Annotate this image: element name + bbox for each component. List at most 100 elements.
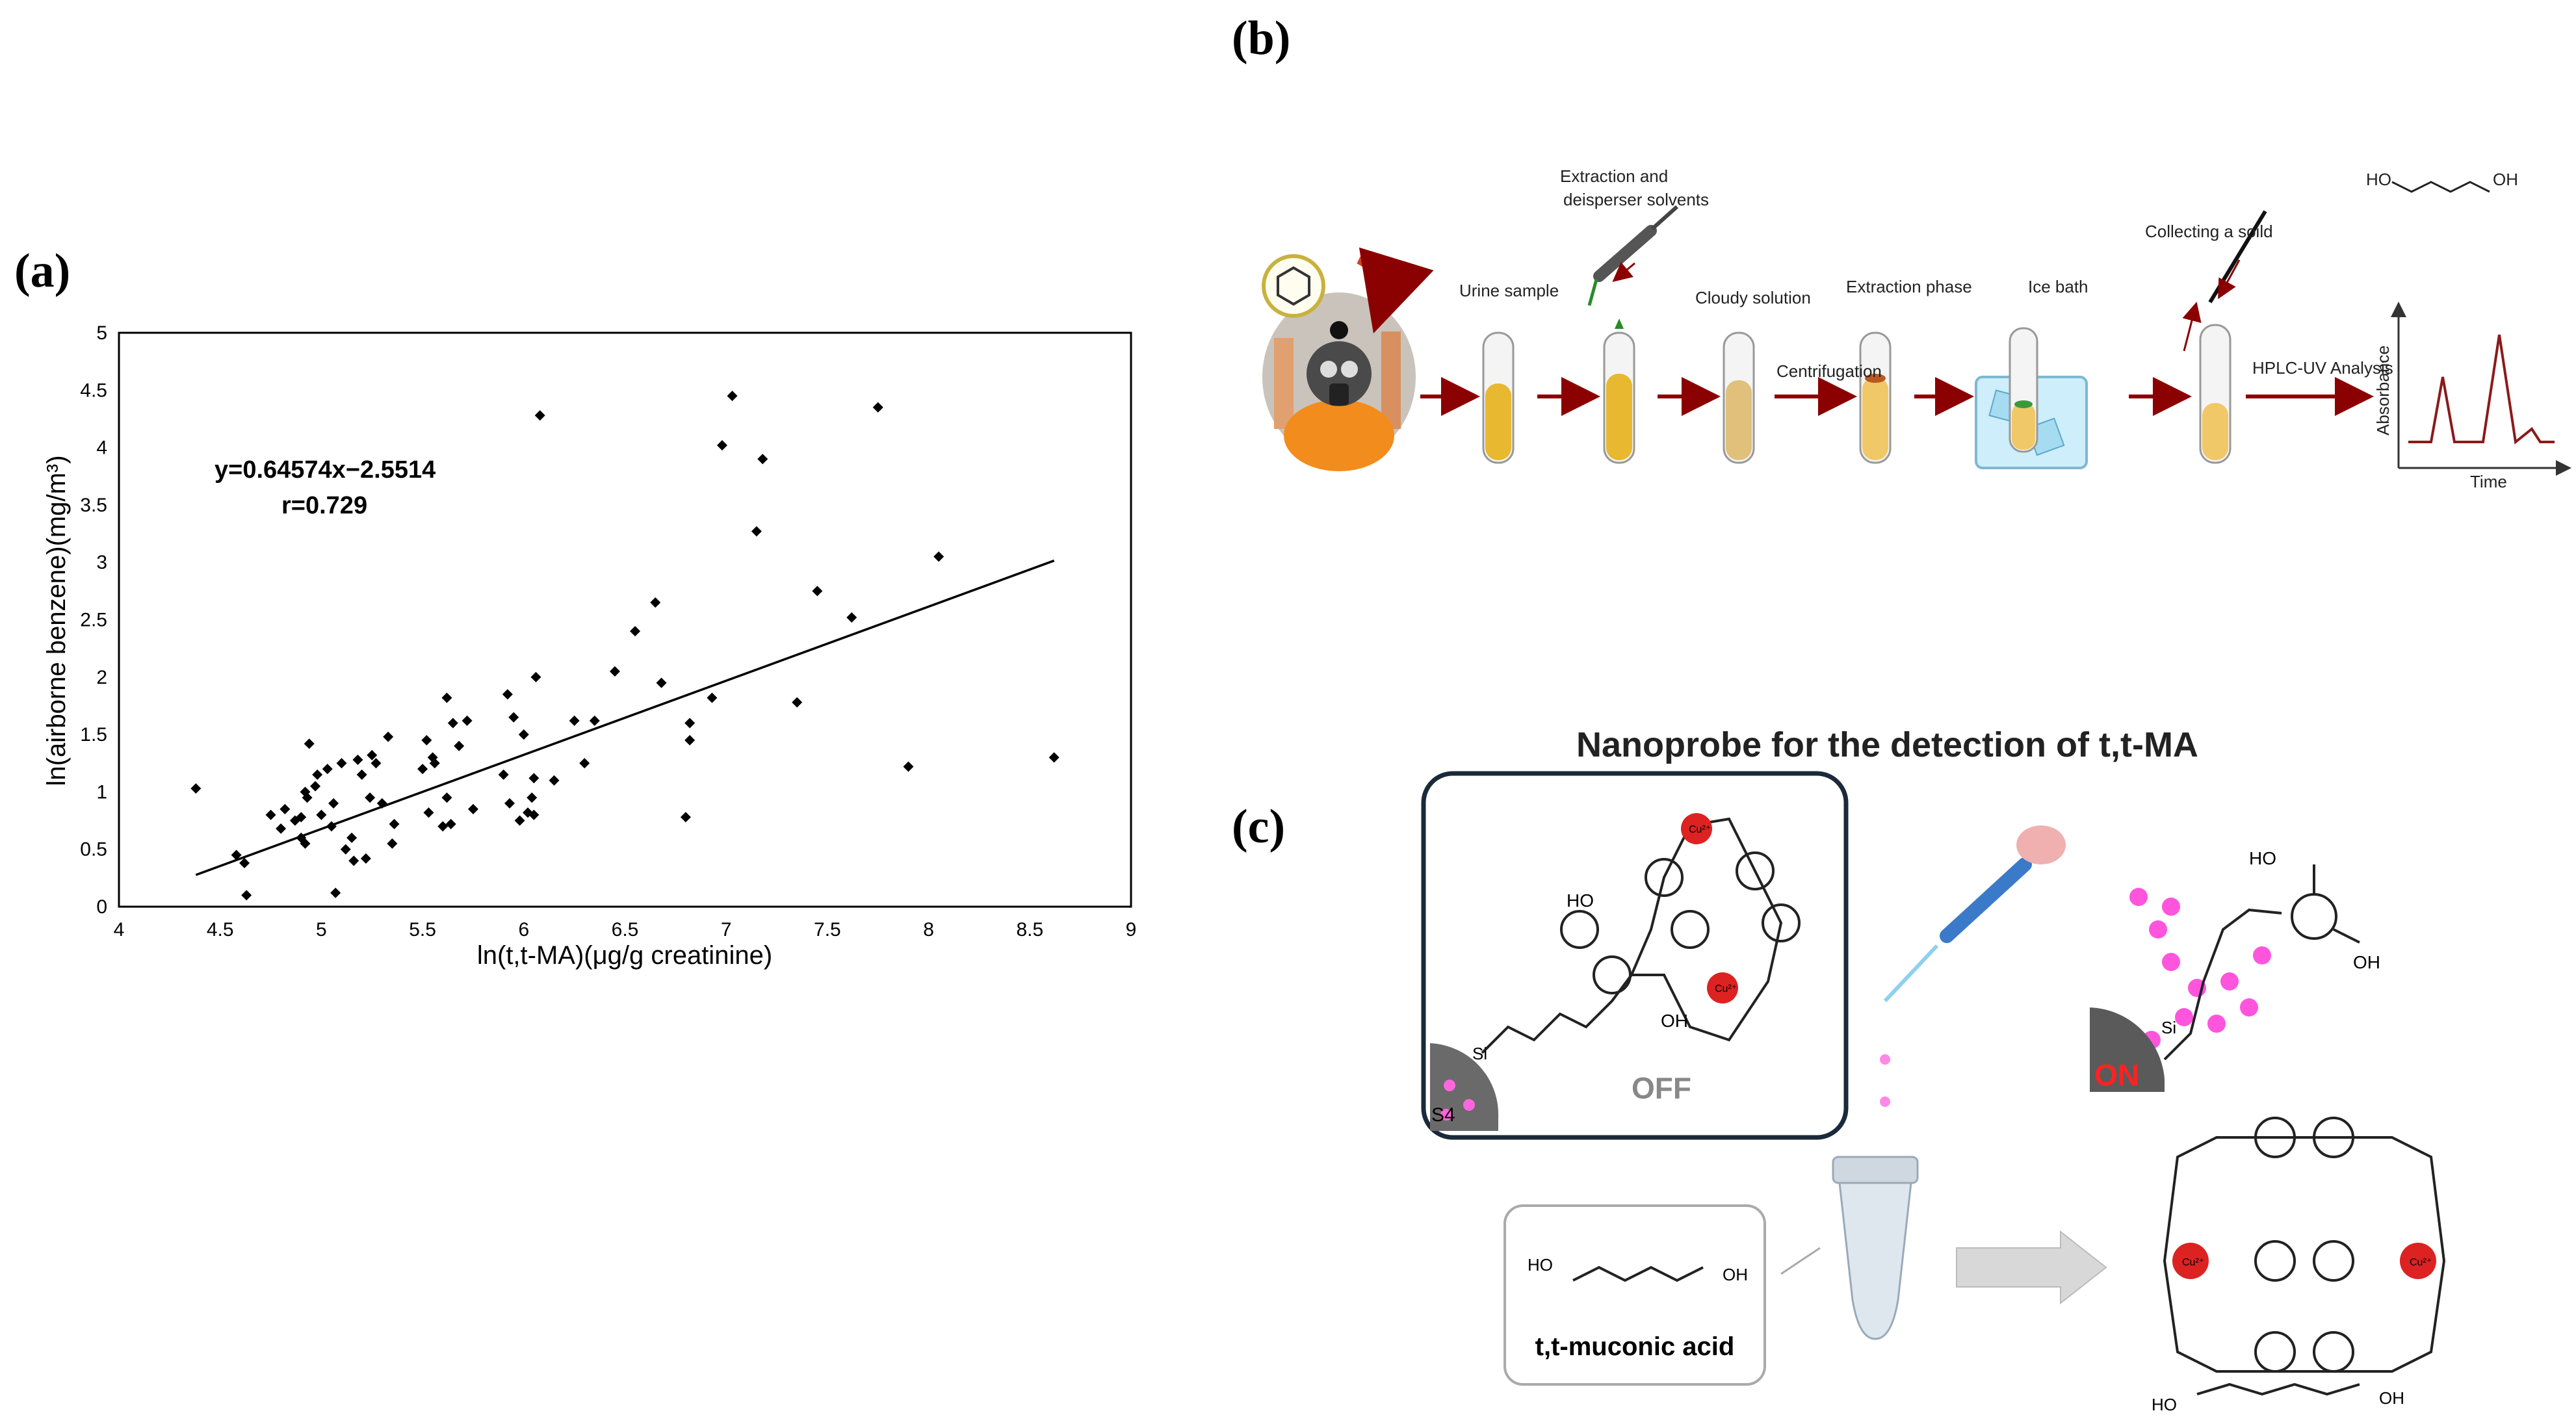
label-hplc: HPLC-UV Analysis [2252, 358, 2393, 378]
x-tick-label: 8.5 [1016, 919, 1043, 940]
label-collecting: Collecting a soild [2145, 222, 2273, 241]
data-point [812, 586, 823, 597]
data-point [630, 626, 641, 637]
x-tick-label: 5.5 [409, 919, 436, 940]
data-point [383, 731, 394, 742]
label-syringe-2: deisperser solvents [1563, 190, 1709, 209]
cu-label-4: Cu²⁺ [2410, 1257, 2432, 1268]
data-point [371, 758, 382, 769]
data-point [650, 597, 661, 608]
on-molecule [2163, 864, 2360, 1061]
panel-label-b: (b) [1232, 12, 1291, 65]
ice-bath-beaker [1975, 327, 2088, 469]
cu-label-3: Cu²⁺ [2182, 1257, 2204, 1268]
workflow-diagram: Extraction and deisperser solvents Urine… [1262, 166, 2571, 491]
data-point [352, 754, 363, 765]
y-tick-label: 2.5 [80, 610, 107, 631]
si-label-on: Si [2161, 1018, 2176, 1037]
x-tick-label: 4 [114, 919, 125, 940]
data-point [1048, 752, 1060, 763]
data-point [302, 792, 313, 803]
label-ice-bath: Ice bath [2028, 277, 2088, 296]
cu-label-2: Cu²⁺ [1715, 983, 1737, 994]
data-point [328, 798, 339, 809]
data-point [792, 697, 803, 708]
data-point [239, 857, 250, 868]
ho-label-on: HO [2249, 848, 2276, 868]
panel-label-a: (a) [14, 244, 71, 298]
data-point [360, 853, 371, 864]
y-tick-label: 2 [96, 667, 107, 688]
oh-label-analyte: OH [1723, 1265, 1748, 1284]
data-point [684, 734, 696, 745]
regression-line [195, 559, 1055, 876]
tube-cloudy [1723, 331, 1755, 464]
analyte-label: t,t-muconic acid [1535, 1332, 1735, 1361]
label-time: Time [2470, 472, 2507, 491]
data-point [502, 689, 513, 700]
data-point [508, 712, 519, 723]
on-label: ON [2094, 1058, 2139, 1092]
data-point [429, 758, 440, 769]
data-point [190, 783, 202, 794]
data-point [348, 855, 359, 866]
data-point [462, 715, 473, 726]
transform-arrow [1956, 1230, 2107, 1305]
muconic-acid-structure [1572, 1265, 1704, 1282]
nanoprobe-title: Nanoprobe for the detection of t,t-MA [1576, 725, 2198, 764]
data-point [528, 773, 540, 784]
y-tick-label: 5 [96, 322, 107, 344]
data-point [340, 844, 351, 855]
x-axis-label: ln(t,t-MA)(μg/g creatinine) [477, 941, 772, 970]
data-point [300, 838, 311, 849]
data-point [609, 666, 620, 677]
label-absorbance: Absorbance [2373, 345, 2393, 435]
analyte-box [1503, 1204, 1766, 1386]
collecting-spatula [2182, 210, 2267, 352]
data-point [437, 821, 449, 832]
cu-ion-1 [1681, 813, 1712, 844]
worker-exposure-icon [1262, 247, 1434, 471]
x-tick-label: 6 [518, 919, 529, 940]
data-point [680, 812, 691, 823]
y-axis-label: ln(airborne benzene)(mg/m³) [42, 455, 71, 786]
tube-injection [1603, 318, 1635, 464]
x-tick-label: 4.5 [207, 919, 234, 940]
data-point [265, 809, 276, 820]
tube-urine [1482, 331, 1515, 464]
data-point [389, 818, 400, 829]
data-point [441, 792, 452, 803]
data-point [527, 792, 538, 803]
label-centrifugation: Centrifugation [1776, 361, 1882, 381]
data-point [846, 612, 857, 623]
data-point [276, 823, 287, 834]
data-point [304, 738, 315, 749]
data-point [231, 849, 242, 861]
si-label-off: Si [1472, 1044, 1487, 1063]
label-ho-b: HO [2366, 170, 2391, 189]
y-tick-label: 1 [96, 781, 107, 803]
data-point [346, 833, 358, 844]
correlation-coefficient: r=0.729 [281, 492, 367, 519]
label-cloudy: Cloudy solution [1695, 288, 1811, 307]
data-point [684, 718, 696, 729]
y-tick-label: 1.5 [80, 724, 107, 745]
x-tick-label: 6.5 [612, 919, 639, 940]
x-tick-label: 7 [721, 919, 732, 940]
data-point [441, 692, 452, 703]
regression-equation: y=0.64574x−2.5514 [215, 456, 436, 484]
data-point [454, 740, 465, 751]
plot-frame [118, 331, 1132, 908]
data-point [727, 391, 738, 402]
eppendorf-tube [1780, 1156, 1919, 1340]
data-point [716, 440, 727, 451]
data-point [530, 671, 541, 682]
off-state-box [1421, 771, 1849, 1140]
label-oh-b: OH [2493, 170, 2518, 189]
tube-extraction-phase [1859, 331, 1892, 464]
nanoprobe-diagram: Cu²⁺ Cu²⁺ HO OH Si O S4 OFF HO OH Si ON … [1421, 771, 2446, 1414]
ho-label-off: HO [1567, 890, 1594, 911]
x-tick-label: 7.5 [814, 919, 841, 940]
data-point [326, 821, 337, 832]
data-point [579, 758, 590, 769]
